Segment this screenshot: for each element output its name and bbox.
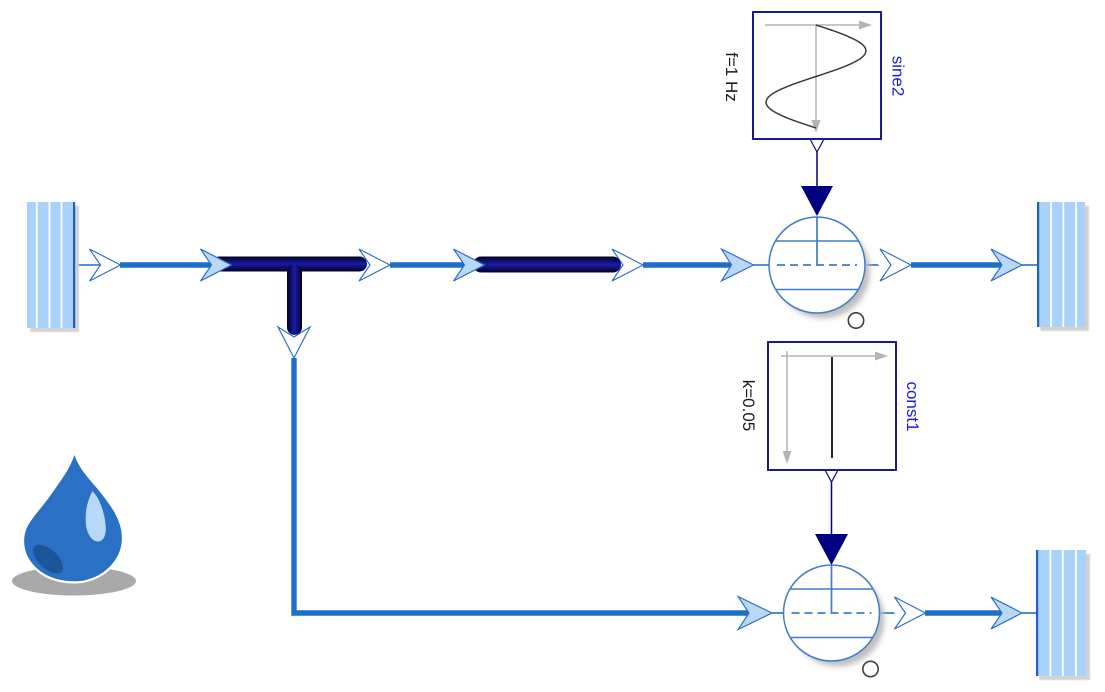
svg-text:sine2: sine2: [889, 56, 908, 97]
svg-text:k=0.05: k=0.05: [739, 380, 758, 432]
svg-text:f=1 Hz: f=1 Hz: [722, 52, 741, 102]
svg-text:const1: const1: [903, 381, 922, 431]
